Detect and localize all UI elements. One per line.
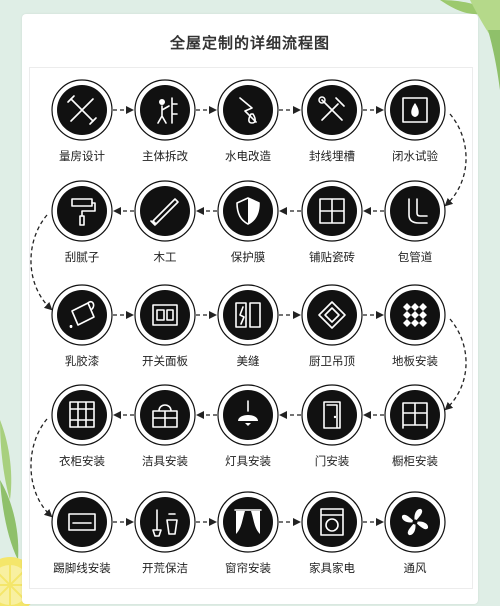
step-circle: [140, 186, 190, 236]
flow-step: 铺贴瓷砖: [301, 180, 363, 264]
flow-curve-arrow: [444, 318, 467, 411]
flow-step: 地板安装: [384, 284, 446, 368]
flow-step: 开荒保洁: [134, 491, 196, 575]
step-label: 保护膜: [231, 250, 266, 264]
step-label: 开关面板: [142, 354, 188, 368]
step-label: 闭水试验: [392, 149, 438, 163]
step-label: 地板安装: [392, 354, 438, 368]
step-label: 主体拆改: [142, 149, 188, 163]
cabinet-icon: [402, 402, 428, 429]
flow-step: 刮腻子: [51, 180, 113, 264]
washer-icon: [320, 508, 344, 536]
step-circle: [140, 290, 190, 340]
step-label: 量房设计: [59, 149, 105, 163]
flow-curve-arrow: [30, 214, 53, 311]
cleaning-icon: [152, 509, 178, 537]
flow-step: 乳胶漆: [51, 284, 113, 368]
baseboard-icon: [68, 513, 96, 531]
water-electric-icon: [239, 97, 257, 124]
floor-icon: [403, 303, 427, 327]
flow-step: 窗帘安装: [217, 491, 279, 575]
flow-step: 门安装: [301, 384, 363, 468]
step-label: 衣柜安装: [59, 454, 105, 468]
step-label: 家具家电: [309, 561, 355, 575]
flow-step: 厨卫吊顶: [301, 284, 363, 368]
step-circle: [390, 186, 440, 236]
flow-step: 通风: [384, 491, 446, 575]
ruler-pencil-icon: [67, 95, 97, 125]
flow-step: 家具家电: [301, 491, 363, 575]
paint-roller-icon: [71, 198, 96, 226]
flow-step: 衣柜安装: [51, 384, 113, 468]
flow-step: 开关面板: [134, 284, 196, 368]
pipe-icon: [408, 198, 428, 224]
step-label: 包管道: [398, 250, 433, 264]
step-label: 踢脚线安装: [53, 561, 111, 575]
connectors: [30, 106, 467, 526]
step-circle: [57, 290, 107, 340]
step-circle: [223, 497, 273, 547]
step-label: 乳胶漆: [65, 354, 100, 368]
flow-step: 主体拆改: [134, 79, 196, 163]
flow-step: 包管道: [384, 180, 446, 264]
step-circle: [307, 497, 357, 547]
shield-icon: [236, 197, 260, 225]
step-circle: [57, 497, 107, 547]
flow-step: 踢脚线安装: [51, 491, 113, 575]
flow-step: 橱柜安装: [384, 384, 446, 468]
paint-bucket-icon: [69, 300, 95, 328]
step-label: 开荒保洁: [142, 561, 188, 575]
door-icon: [323, 401, 341, 429]
page-title: 全屋定制的详细流程图: [169, 34, 330, 52]
flow-step: 保护膜: [217, 180, 279, 264]
step-label: 通风: [404, 561, 427, 575]
step-circle: [307, 390, 357, 440]
step-label: 橱柜安装: [392, 454, 438, 468]
step-label: 灯具安装: [225, 454, 271, 468]
step-label: 厨卫吊顶: [309, 354, 355, 368]
flow-step: 洁具安装: [134, 384, 196, 468]
switch-panel-icon: [152, 304, 178, 326]
step-label: 门安装: [315, 454, 350, 468]
fan-icon: [401, 508, 429, 536]
flow-step: 木工: [134, 180, 196, 264]
flow-step: 灯具安装: [217, 384, 279, 468]
lamp-icon: [238, 400, 258, 426]
vanity-icon: [152, 404, 178, 428]
step-label: 水电改造: [225, 149, 271, 163]
flow-step: 水电改造: [217, 79, 279, 163]
tile-icon: [319, 198, 345, 224]
wardrobe-icon: [69, 401, 95, 428]
tools-icon: [318, 96, 345, 121]
curtain-icon: [234, 509, 262, 534]
step-label: 木工: [154, 250, 177, 264]
flow-step: 美缝: [217, 284, 279, 368]
step-label: 洁具安装: [142, 454, 188, 468]
flow-curve-arrow: [30, 418, 53, 518]
flow-step: 量房设计: [51, 79, 113, 163]
saw-icon: [150, 198, 179, 226]
worker-icon: [157, 97, 178, 124]
step-label: 刮腻子: [65, 250, 100, 264]
step-circle: [140, 497, 190, 547]
seam-icon: [235, 302, 261, 328]
step-label: 窗帘安装: [225, 561, 271, 575]
ceiling-icon: [318, 301, 346, 329]
step-label: 美缝: [237, 354, 260, 368]
step-label: 铺贴瓷砖: [309, 250, 355, 264]
flow-step: 闭水试验: [384, 79, 446, 163]
step-circle: [223, 290, 273, 340]
step-label: 封线埋槽: [309, 149, 355, 163]
step-circle: [140, 85, 190, 135]
flow-curve-arrow: [444, 113, 467, 207]
flow-step: 封线埋槽: [301, 79, 363, 163]
step-circle: [57, 390, 107, 440]
water-drop-icon: [402, 97, 428, 123]
step-circle: [307, 290, 357, 340]
